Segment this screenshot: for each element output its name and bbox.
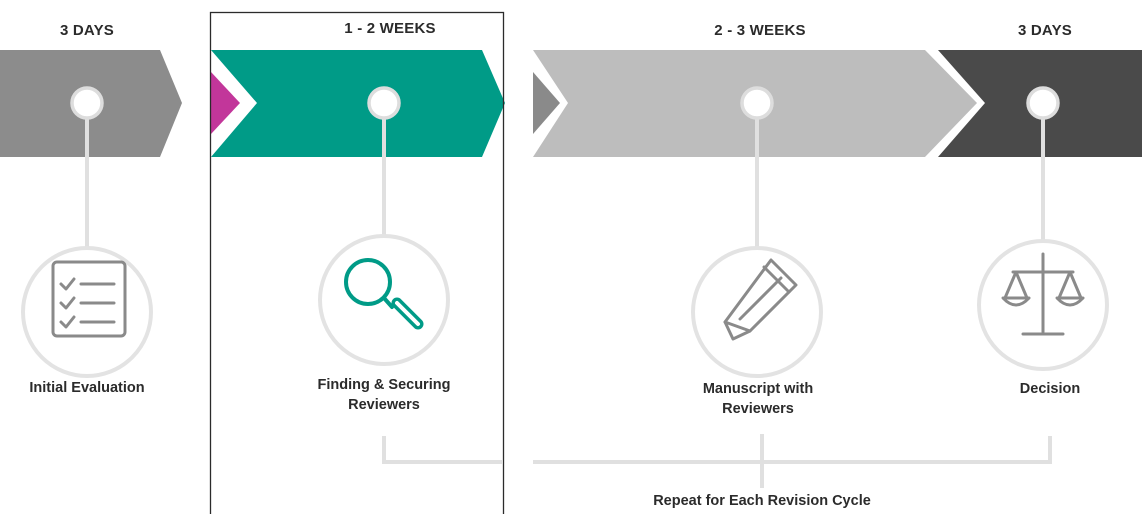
stage-3-label: Manuscript with Reviewers xyxy=(670,379,846,419)
checklist-icon xyxy=(51,260,127,338)
stage-1-duration: 3 DAYS xyxy=(59,22,114,39)
stage-3-duration: 2 - 3 WEEKS xyxy=(714,22,806,39)
repeat-label: Repeat for Each Revision Cycle xyxy=(653,493,871,509)
highlight-frame xyxy=(209,11,505,514)
repeat-bracket xyxy=(382,434,1052,488)
pencil-icon xyxy=(723,258,798,341)
stage-4-label: Decision xyxy=(1019,381,1081,397)
stage-dots xyxy=(70,86,1060,120)
scales-icon xyxy=(1001,252,1085,336)
stage-3-label-line-2: Reviewers xyxy=(722,401,794,417)
stage-2-label-line-2: Reviewers xyxy=(348,397,420,413)
stage-2-magenta-marker xyxy=(211,72,240,134)
stage-2-label: Finding & Securing Reviewers xyxy=(296,375,472,415)
stage-3-dark-marker xyxy=(533,72,560,134)
stage-2-duration: 1 - 2 WEEKS xyxy=(344,20,436,37)
stage-4-duration: 3 DAYS xyxy=(1017,22,1072,39)
stage-2-label-line-1: Finding & Securing xyxy=(317,377,451,393)
stage-1-label: Initial Evaluation xyxy=(29,380,145,396)
icon-circles xyxy=(21,234,1109,378)
stage-3-label-line-1: Manuscript with xyxy=(702,381,814,397)
magnifier-icon xyxy=(344,258,424,330)
stage-2-arrow xyxy=(211,50,505,157)
stage-connectors xyxy=(85,118,1045,247)
